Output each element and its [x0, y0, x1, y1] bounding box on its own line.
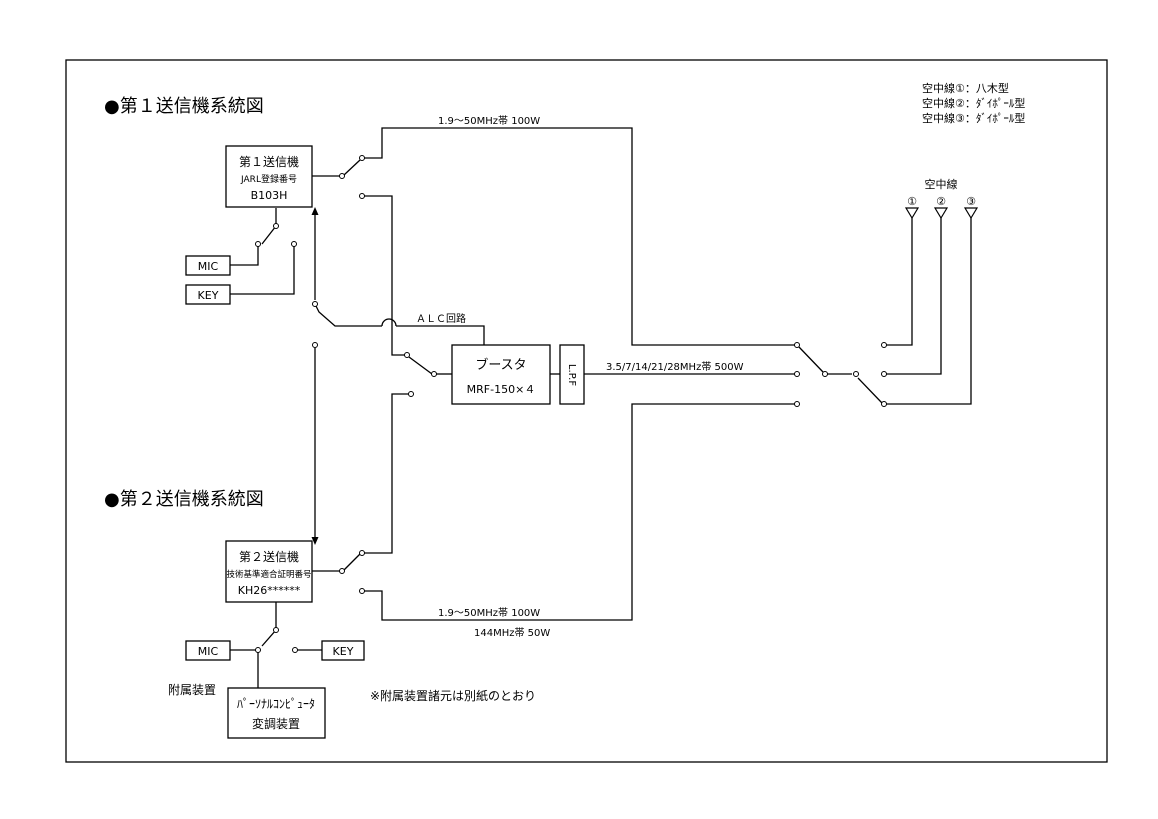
antenna-icon	[933, 207, 949, 220]
antenna-3-label: ③	[966, 195, 976, 208]
tx1-reg-number: B103H	[251, 189, 288, 202]
lpf-label: L.P.F	[566, 364, 577, 386]
accessory-note: ※附属装置諸元は別紙のとおり	[370, 688, 536, 703]
tx2-cert-label: 技術基準適合証明番号	[226, 569, 311, 580]
tx2-name: 第２送信機	[239, 549, 299, 564]
low-pass-filter: L.P.F	[559, 344, 585, 405]
mic-2-label: MIC	[198, 645, 219, 658]
key-2-label: KEY	[333, 645, 354, 658]
booster-amplifier: ブースタ MRF-150×４	[451, 344, 551, 405]
legend-line-2: 空中線②：ﾀﾞｲﾎﾟｰﾙ型	[922, 96, 1025, 110]
key-1-box: KEY	[185, 284, 231, 305]
antenna-icon	[963, 207, 979, 220]
tx1-name: 第１送信機	[239, 154, 299, 169]
band-tx2-direct: 1.9～50MHz帯 100W	[438, 606, 540, 619]
antenna-2: ②	[933, 195, 949, 220]
band-tx2-vhf: 144MHz帯 50W	[474, 626, 550, 639]
switch-contacts	[255, 155, 887, 653]
mic-1-box: MIC	[185, 255, 231, 276]
legend-line-1: 空中線①：八木型	[922, 81, 1009, 95]
antenna-1: ①	[904, 195, 920, 220]
antenna-icon	[904, 207, 920, 220]
tx1-heading: ●第１送信機系統図	[104, 96, 264, 117]
tx1-reg-label: JARL登録番号	[240, 173, 297, 185]
legend-line-3: 空中線③：ﾀﾞｲﾎﾟｰﾙ型	[922, 111, 1025, 125]
tx2-heading: ●第２送信機系統図	[104, 489, 264, 510]
mic-2-box: MIC	[185, 640, 231, 661]
booster-model: MRF-150×４	[467, 383, 536, 396]
alc-label: ＡＬＣ回路	[416, 312, 466, 325]
accessory-label: 附属装置	[168, 683, 216, 697]
accessory-line-1: ﾊﾟｰｿﾅﾙｺﾝﾋﾟｭｰﾀ	[237, 697, 315, 711]
antenna-2-label: ②	[936, 195, 946, 208]
mic-1-label: MIC	[198, 260, 219, 273]
key-2-box: KEY	[321, 640, 365, 661]
page-frame	[65, 59, 1108, 763]
tx2-cert-number: KH26******	[238, 584, 301, 597]
arrow-down-icon	[311, 537, 319, 545]
antenna-3: ③	[963, 195, 979, 220]
transmitter-1: 第１送信機 JARL登録番号 B103H	[225, 145, 313, 208]
antenna-title: 空中線	[925, 177, 958, 191]
arrow-up-icon	[311, 207, 319, 215]
transmitter-2: 第２送信機 技術基準適合証明番号 KH26******	[225, 540, 313, 603]
accessory-line-2: 変調装置	[252, 716, 300, 731]
antenna-legend: 空中線①：八木型 空中線②：ﾀﾞｲﾎﾟｰﾙ型 空中線③：ﾀﾞｲﾎﾟｰﾙ型	[922, 81, 1025, 125]
antenna-1-label: ①	[907, 195, 917, 208]
accessory-box: ﾊﾟｰｿﾅﾙｺﾝﾋﾟｭｰﾀ 変調装置	[227, 687, 326, 739]
band-tx1-direct: 1.9～50MHz帯 100W	[438, 114, 540, 127]
key-1-label: KEY	[198, 289, 219, 302]
booster-name: ブースタ	[475, 357, 526, 373]
band-booster-out: 3.5/7/14/21/28MHz帯 500W	[606, 360, 744, 373]
wiring	[230, 127, 972, 688]
